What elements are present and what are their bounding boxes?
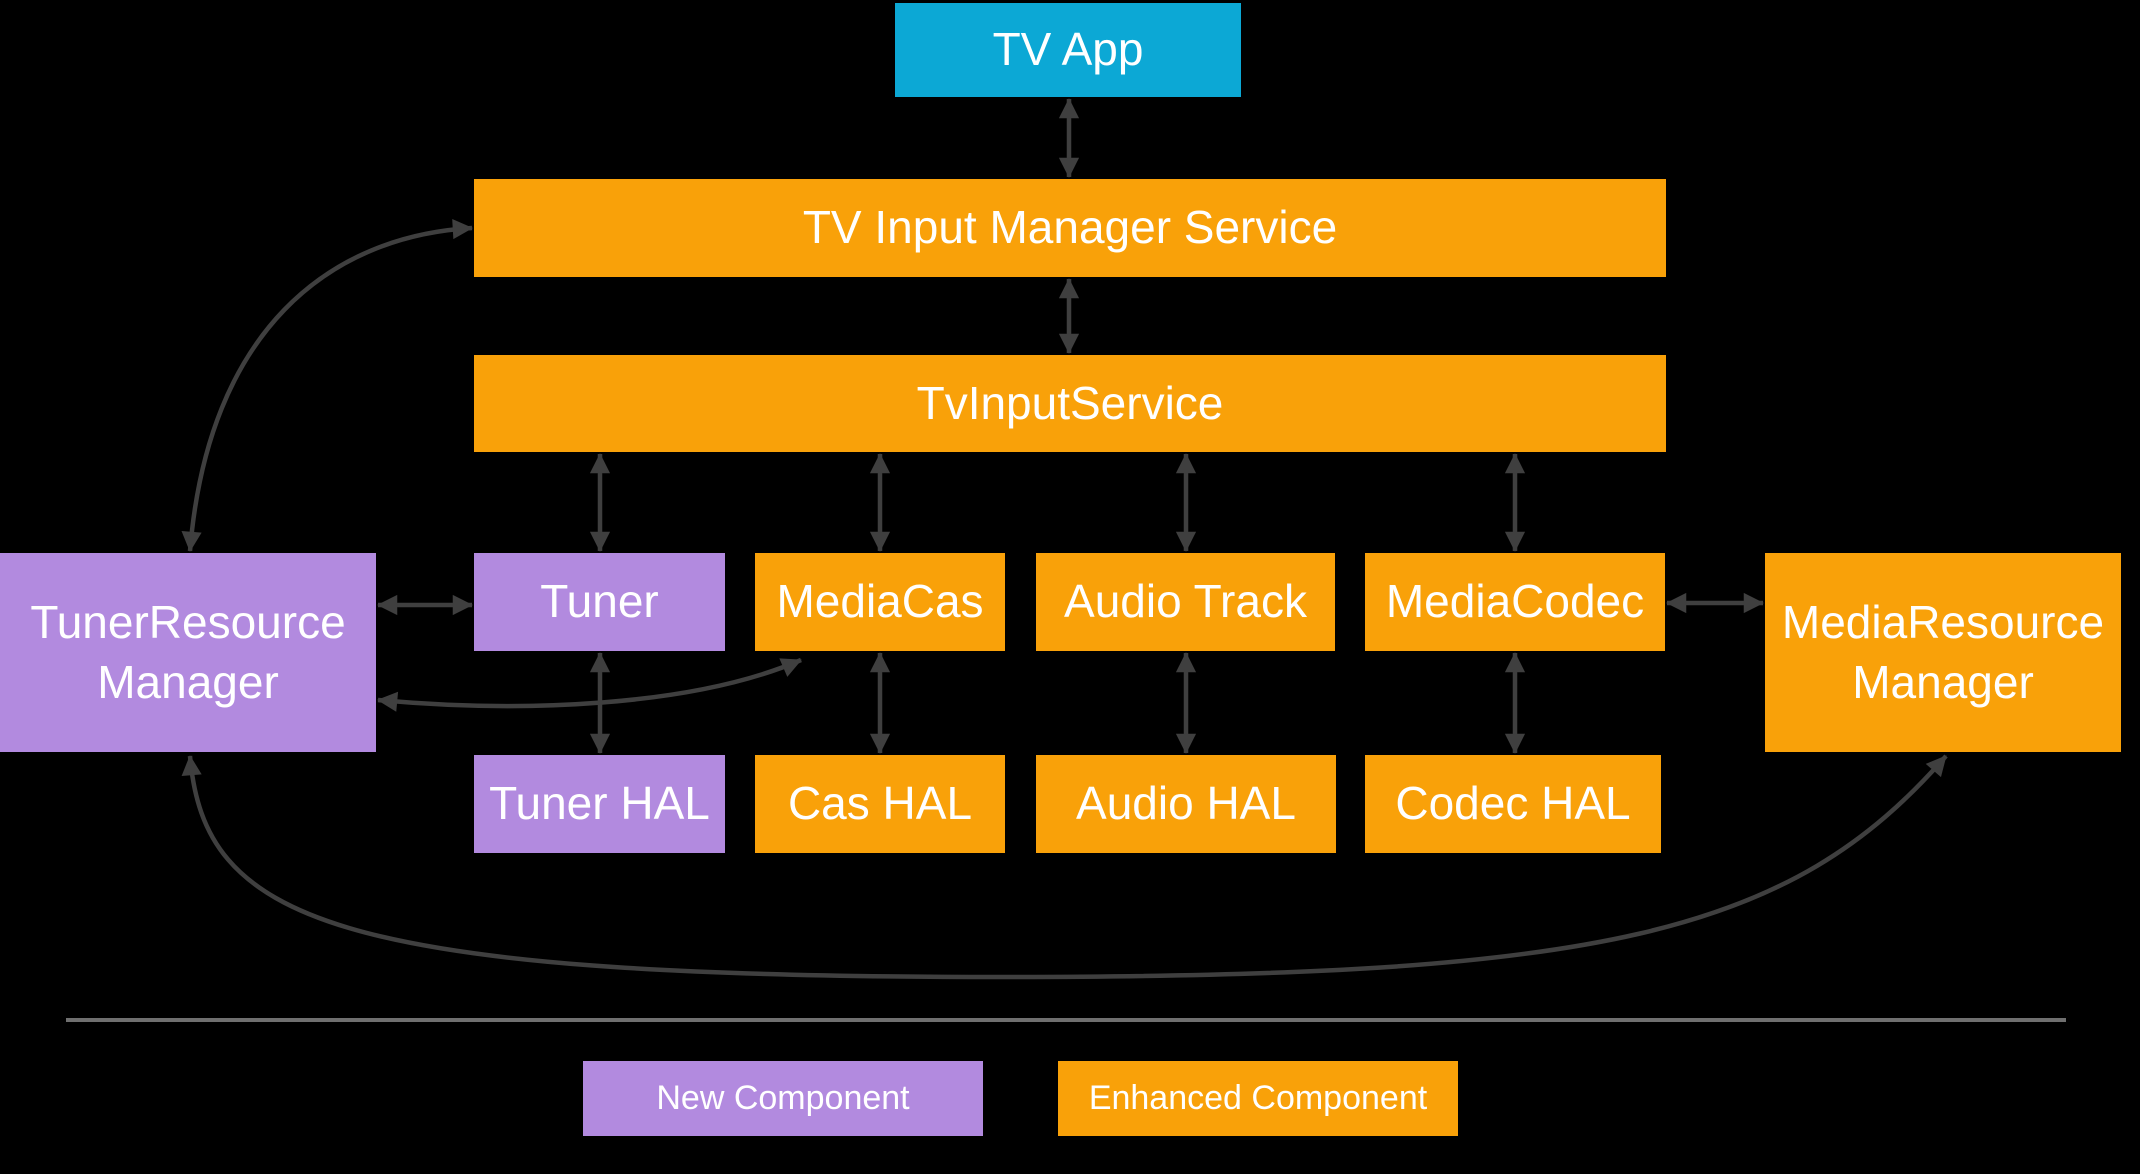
node-media-resource-manager: MediaResource Manager	[1765, 553, 2121, 752]
node-media-codec: MediaCodec	[1365, 553, 1665, 651]
arrow-trm-tims-curve	[181, 219, 473, 552]
node-tuner-resource-manager: TunerResource Manager	[0, 553, 376, 752]
legend-enhanced-component: Enhanced Component	[1058, 1061, 1458, 1136]
node-audio-track: Audio Track	[1036, 553, 1335, 651]
node-audio-hal: Audio HAL	[1036, 755, 1336, 853]
legend-new-component: New Component	[583, 1061, 983, 1136]
node-cas-hal: Cas HAL	[755, 755, 1005, 853]
node-tv-input-service: TvInputService	[474, 355, 1666, 452]
node-tv-input-manager-service: TV Input Manager Service	[474, 179, 1666, 277]
node-tuner: Tuner	[474, 553, 725, 651]
arrow-trm-mrm-bottom-curve	[181, 754, 1948, 980]
node-codec-hal: Codec HAL	[1365, 755, 1661, 853]
node-tuner-hal: Tuner HAL	[474, 755, 725, 853]
arrow-trm-mediacas-curve	[377, 657, 802, 712]
node-media-cas: MediaCas	[755, 553, 1005, 651]
node-tv-app: TV App	[895, 3, 1241, 97]
